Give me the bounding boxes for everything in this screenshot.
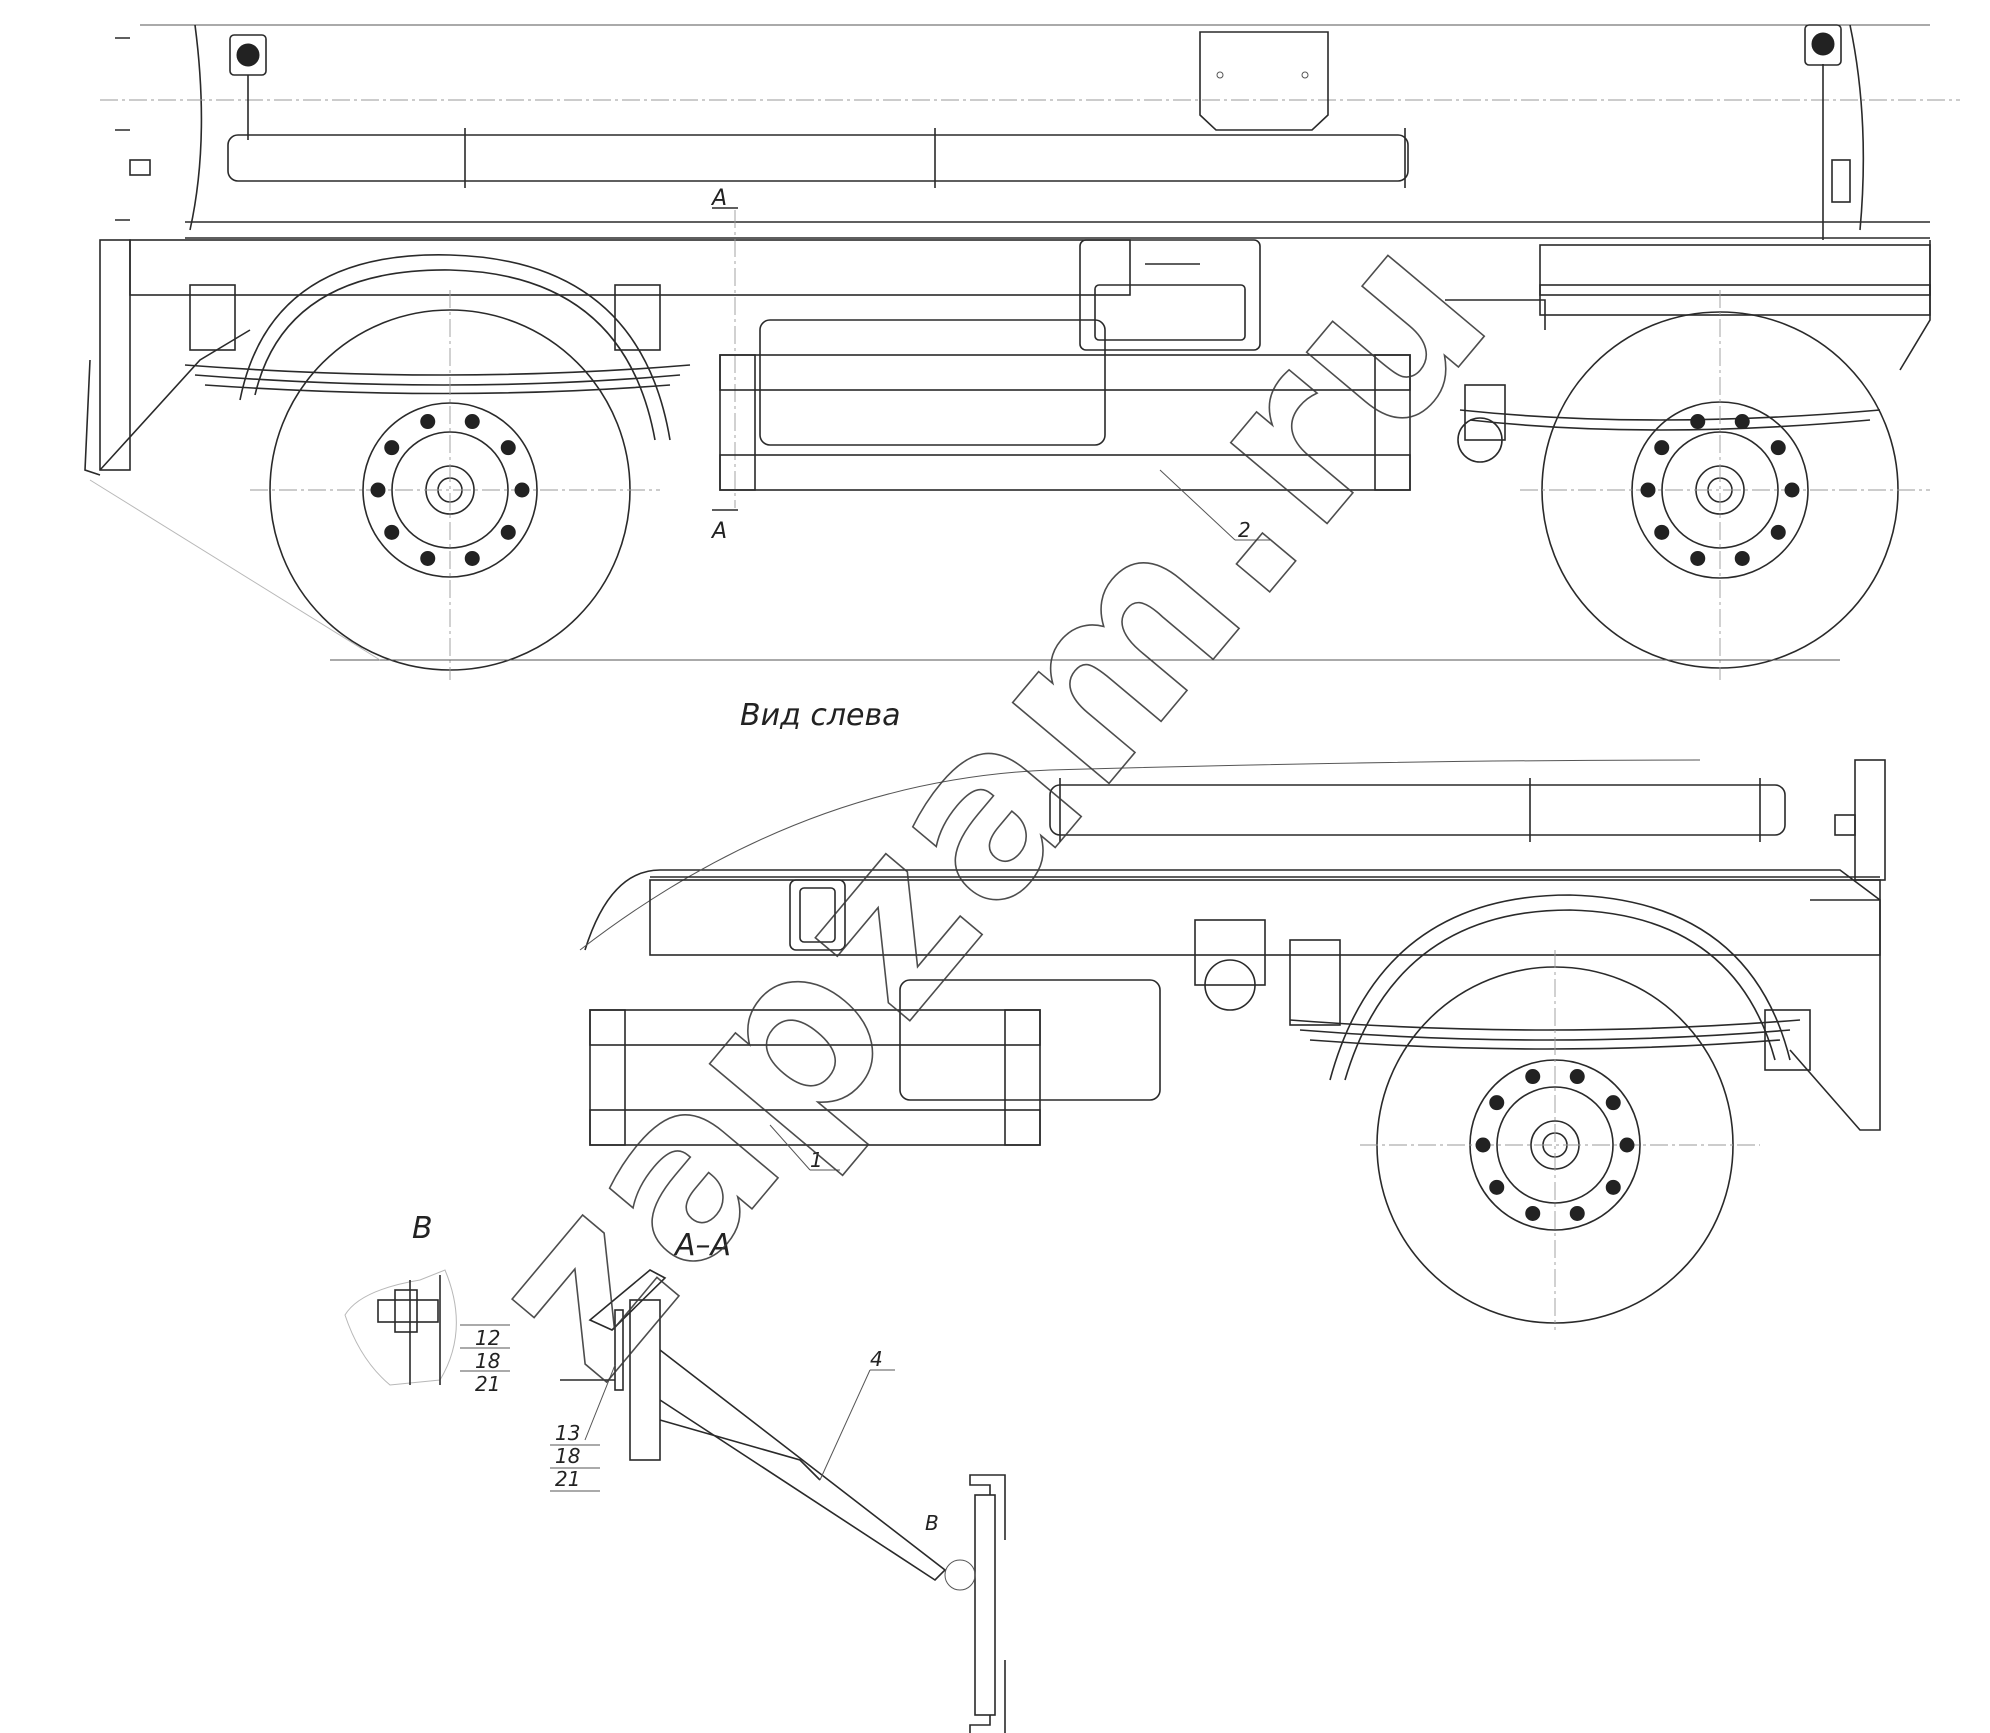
left-signal-light-icon [229, 34, 267, 140]
wheel-bolt [1734, 550, 1750, 566]
tool-box [1079, 239, 1261, 351]
wheel-bolt [514, 482, 530, 498]
detail-item-1: 12 [475, 1326, 500, 1350]
wheel-bolt [1770, 524, 1786, 540]
rear-leaf-spring [184, 364, 691, 395]
wheel-bolt [1569, 1205, 1585, 1221]
wheel-bolt [1784, 482, 1800, 498]
hose-tube [227, 128, 1409, 188]
lower-wheel-bolts [1475, 1069, 1635, 1221]
wheel-bolt [1489, 1095, 1505, 1111]
wheel-bolt [1619, 1137, 1635, 1153]
wheel-bolt [384, 524, 400, 540]
section-marker-text-bottom: А [710, 519, 727, 544]
wheel-bolt [1654, 440, 1670, 456]
wheel-bolt [1569, 1069, 1585, 1085]
wheel-bolt [1605, 1095, 1621, 1111]
wheel-bolt [464, 414, 480, 430]
wheel-bolt [1489, 1179, 1505, 1195]
section-marker-top: А А [710, 186, 738, 544]
front-wheel-bolts [1640, 414, 1800, 566]
wheel-bolt [384, 440, 400, 456]
main-frame [84, 221, 1931, 476]
callout-4: 4 [870, 1347, 883, 1371]
wheel-bolt [1475, 1137, 1491, 1153]
top-side-view: А А [84, 24, 1960, 680]
watermark: zapzam.ru [438, 181, 1543, 1426]
wheel-bolt [464, 550, 480, 566]
right-signal-light-icon [1804, 24, 1851, 240]
rear-fender [239, 254, 671, 441]
detail-b: В 12 18 21 [344, 1211, 510, 1396]
wheel-bolt [1734, 414, 1750, 430]
section-label: А–А [673, 1228, 731, 1263]
section-detail-marker: В [925, 1511, 939, 1535]
detail-item-3: 21 [475, 1372, 500, 1396]
wheel-bolt [420, 550, 436, 566]
wheel-bolt [370, 482, 386, 498]
wheel-bolt [1654, 524, 1670, 540]
wheel-bolt [1605, 1179, 1621, 1195]
view-title: Вид слева [740, 698, 901, 733]
wheel-bolt [1525, 1205, 1541, 1221]
lower-leaf-spring [1289, 1019, 1801, 1050]
section-item-1: 13 [555, 1421, 580, 1445]
section-a-a: А–А В 4 13 18 21 [550, 1228, 1006, 1733]
wheel-bolt [420, 414, 436, 430]
rear-wheel-bolts [370, 414, 530, 566]
wheel-bolt [1690, 550, 1706, 566]
wheel-bolt [1770, 440, 1786, 456]
side-guard-2 [719, 319, 1411, 491]
tank-plate [1199, 31, 1329, 131]
wheel-bolt [1525, 1069, 1541, 1085]
detail-label: В [412, 1211, 433, 1246]
rear-wheel [250, 290, 660, 680]
section-item-2: 18 [555, 1444, 580, 1468]
front-wheel [1520, 290, 1930, 680]
wheel-bolt [500, 440, 516, 456]
front-leaf-spring [1459, 409, 1881, 431]
left-side-view: 1 [579, 759, 1886, 1330]
wheel-bolt [500, 524, 516, 540]
detail-item-2: 18 [475, 1349, 500, 1373]
lower-wheel [1360, 950, 1760, 1330]
section-marker-text: А [710, 186, 727, 211]
wheel-bolt [1690, 414, 1706, 430]
callout-2: 2 [1238, 518, 1251, 542]
side-guard-1 [589, 979, 1161, 1146]
section-item-3: 21 [555, 1467, 580, 1491]
wheel-bolt [1640, 482, 1656, 498]
callout-1: 1 [810, 1148, 823, 1172]
